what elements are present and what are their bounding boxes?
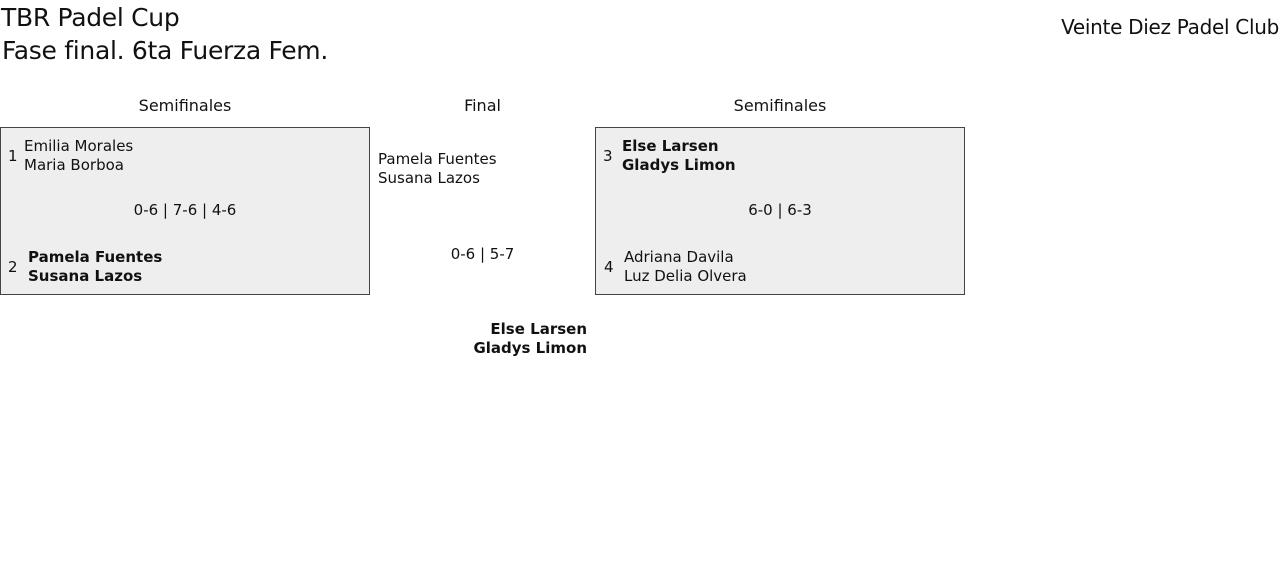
player-name: Else Larsen [622,137,719,155]
player-name: Emilia Morales [24,137,134,155]
team-1-names-winner: Else Larsen Gladys Limon [622,137,736,175]
seed-number: 3 [603,147,613,165]
tournament-subtitle: Fase final. 6ta Fuerza Fem. [2,36,328,65]
match-score: 0-6 | 7-6 | 4-6 [133,201,237,219]
player-name: Gladys Limon [473,339,587,357]
seed-number: 2 [8,258,18,276]
team-2-names-winner: Pamela Fuentes Susana Lazos [28,248,162,286]
player-name: Pamela Fuentes [378,150,497,168]
round-label-semifinal-right: Semifinales [733,96,827,115]
round-label-semifinal-left: Semifinales [138,96,232,115]
player-name: Adriana Davila [624,248,734,266]
final-score: 0-6 | 5-7 [450,245,515,263]
seed-number: 1 [8,147,18,165]
player-name: Luz Delia Olvera [624,267,747,285]
player-name: Susana Lazos [378,169,480,187]
club-name: Veinte Diez Padel Club [1061,15,1279,39]
round-label-final: Final [464,96,501,115]
team-1-names: Emilia Morales Maria Borboa [24,137,133,175]
final-team-bottom-winner: Else Larsen Gladys Limon [370,320,587,358]
player-name: Maria Borboa [24,156,124,174]
final-team-top: Pamela Fuentes Susana Lazos [378,150,497,188]
semifinal-right-match[interactable]: 3 Else Larsen Gladys Limon 6-0 | 6-3 4 A… [595,127,965,295]
player-name: Gladys Limon [622,156,736,174]
seed-number: 4 [604,258,614,276]
player-name: Susana Lazos [28,267,143,285]
team-2-names: Adriana Davila Luz Delia Olvera [624,248,747,286]
player-name: Pamela Fuentes [28,248,163,266]
match-score: 6-0 | 6-3 [748,201,812,219]
tournament-title: TBR Padel Cup [1,3,180,32]
semifinal-left-match[interactable]: 1 Emilia Morales Maria Borboa 0-6 | 7-6 … [0,127,370,295]
player-name: Else Larsen [490,320,587,338]
